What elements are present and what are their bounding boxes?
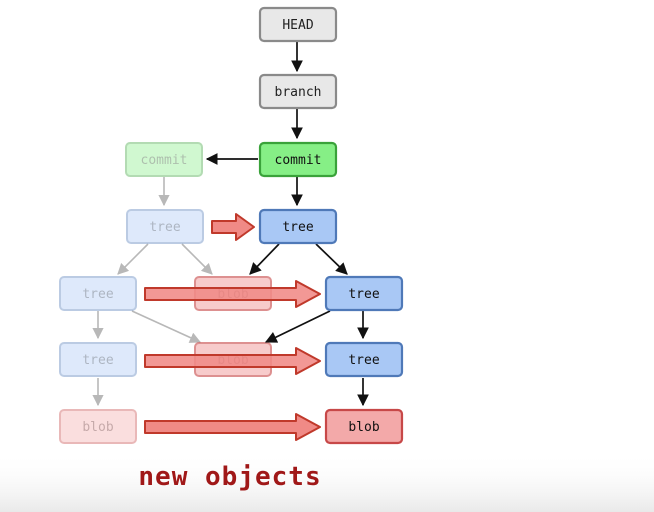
node-tree-new-3: tree xyxy=(324,341,404,378)
node-tree-old-1: tree xyxy=(126,209,204,244)
node-tree-new-2: tree xyxy=(324,275,404,312)
big-arrow-row4 xyxy=(144,413,321,441)
big-arrow-row3 xyxy=(144,347,321,375)
node-blob-old-label: blob xyxy=(82,420,113,435)
edge-tree-2-to-blob-shared-2 xyxy=(264,310,331,343)
node-tree-new-1-label: tree xyxy=(282,220,313,235)
node-tree-new-1: tree xyxy=(258,208,338,245)
node-branch: branch xyxy=(258,73,338,110)
caption-new-objects: new objects xyxy=(138,462,322,492)
node-tree-old-1-label: tree xyxy=(149,220,180,235)
edge-tree-to-blob-shared-1 xyxy=(249,243,280,275)
node-tree-new-3-label: tree xyxy=(348,353,379,368)
edge-tree-old-1-to-blob-shared-1 xyxy=(181,243,213,275)
node-branch-label: branch xyxy=(275,85,322,100)
new-edges xyxy=(205,42,369,407)
big-arrow-row2 xyxy=(144,280,321,308)
new-object-arrows xyxy=(144,213,321,441)
node-commit-old-label: commit xyxy=(141,153,188,168)
bottom-fade xyxy=(0,452,654,512)
node-head: HEAD xyxy=(258,6,338,43)
node-commit-old: commit xyxy=(125,142,203,177)
edge-tree-old-1-to-tree-old-2 xyxy=(117,243,149,275)
node-head-label: HEAD xyxy=(282,18,313,33)
node-tree-old-2-label: tree xyxy=(82,287,113,302)
edge-tree-to-tree-2 xyxy=(315,243,348,275)
node-tree-new-2-label: tree xyxy=(348,287,379,302)
node-blob-old: blob xyxy=(59,409,137,444)
node-commit-new-label: commit xyxy=(275,153,322,168)
node-blob-new-label: blob xyxy=(348,420,379,435)
node-tree-old-3-label: tree xyxy=(82,353,113,368)
node-blob-new: blob xyxy=(324,408,404,445)
old-edges xyxy=(92,177,213,407)
node-tree-old-3: tree xyxy=(59,342,137,377)
big-arrow-tree xyxy=(211,213,255,241)
new-nodes: HEAD branch commit tree tree tree blob xyxy=(258,6,404,445)
node-commit-new: commit xyxy=(258,141,338,178)
edge-tree-old-2-to-blob-shared-2 xyxy=(131,310,202,343)
node-tree-old-2: tree xyxy=(59,276,137,311)
old-nodes: commit tree tree tree blob xyxy=(59,142,204,444)
